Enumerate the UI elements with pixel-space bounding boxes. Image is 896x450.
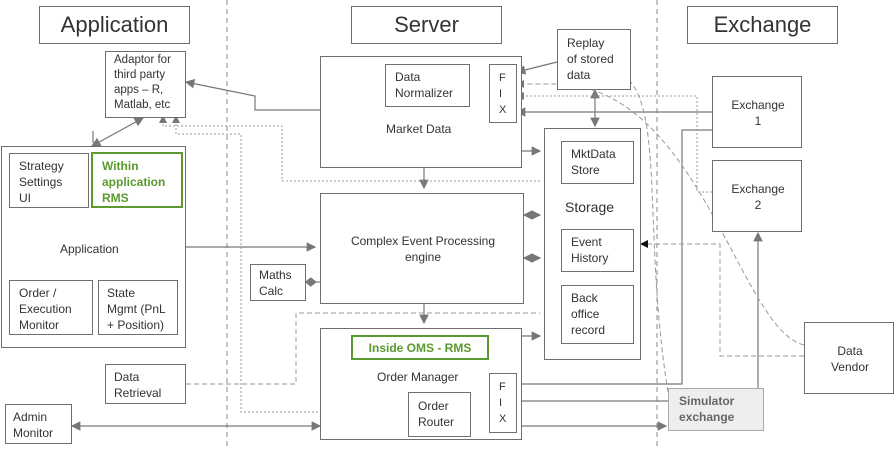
data-normalizer-label: Data Normalizer xyxy=(395,70,454,100)
event-history-label: Event History xyxy=(571,235,609,265)
application-label: Application xyxy=(60,242,119,256)
adaptor-box: Adaptor for third party apps – R, Matlab… xyxy=(105,51,186,118)
fix-bottom-label: F I X xyxy=(499,381,507,425)
state-mgmt-box: State Mgmt (PnL + Position) xyxy=(98,280,178,335)
storage-label: Storage xyxy=(565,199,615,215)
replay-box: Replay of stored data xyxy=(557,29,631,90)
maths-calc-label: Maths Calc xyxy=(259,268,292,298)
adaptor-label: Adaptor for third party apps – R, Matlab… xyxy=(114,54,171,111)
order-router-box: Order Router xyxy=(408,392,471,437)
fix-top-label: F I X xyxy=(499,72,507,116)
market-data-label: Market Data xyxy=(386,122,452,136)
maths-calc-box: Maths Calc xyxy=(250,264,306,301)
fix-bottom-box: F I X xyxy=(489,373,517,433)
lane-header-exchange: Exchange xyxy=(687,6,838,44)
simulator-exchange-label: Simulator exchange xyxy=(679,394,735,424)
order-router-label: Order Router xyxy=(418,399,455,429)
lane-header-server: Server xyxy=(351,6,502,44)
exchange-1-label: Exchange 1 xyxy=(731,98,785,128)
state-mgmt-label: State Mgmt (PnL + Position) xyxy=(107,286,166,332)
event-history-box: Event History xyxy=(561,229,634,272)
simulator-exchange-box: Simulator exchange xyxy=(668,388,764,431)
cep-engine-box: Complex Event Processing engine xyxy=(320,193,524,304)
fix-top-box: F I X xyxy=(489,64,517,123)
replay-label: Replay of stored data xyxy=(567,36,614,82)
data-vendor-label: Data Vendor xyxy=(830,344,870,374)
admin-monitor-label: Admin Monitor xyxy=(13,410,54,440)
lane-header-application: Application xyxy=(39,6,190,44)
within-application-rms-box: Within application RMS xyxy=(91,152,183,208)
exchange-2-box: Exchange 2 xyxy=(712,160,802,232)
inside-oms-rms-box: Inside OMS - RMS xyxy=(351,335,489,360)
data-retrieval-label: Data Retrieval xyxy=(114,370,162,400)
data-normalizer-box: Data Normalizer xyxy=(385,64,470,107)
exchange-2-label: Exchange 2 xyxy=(731,182,785,212)
data-vendor-box: Data Vendor xyxy=(804,322,894,394)
exchange-1-box: Exchange 1 xyxy=(712,76,802,148)
admin-monitor-box: Admin Monitor xyxy=(5,404,72,444)
mktdata-store-box: MktData Store xyxy=(561,141,634,184)
inside-oms-rms-label: Inside OMS - RMS xyxy=(368,341,472,355)
back-office-record-label: Back office record xyxy=(571,291,606,337)
order-manager-label: Order Manager xyxy=(377,370,459,384)
within-application-rms-label: Within application RMS xyxy=(102,159,166,205)
order-execution-monitor-box: Order / Execution Monitor xyxy=(9,280,93,335)
order-execution-monitor-label: Order / Execution Monitor xyxy=(19,286,72,332)
mktdata-store-label: MktData Store xyxy=(571,147,616,177)
back-office-record-box: Back office record xyxy=(561,285,634,344)
strategy-settings-label: Strategy Settings UI xyxy=(19,159,64,205)
lane-dividers xyxy=(226,0,658,450)
data-retrieval-box: Data Retrieval xyxy=(105,364,186,404)
strategy-settings-box: Strategy Settings UI xyxy=(9,153,89,208)
cep-engine-label: Complex Event Processing engine xyxy=(350,234,496,264)
